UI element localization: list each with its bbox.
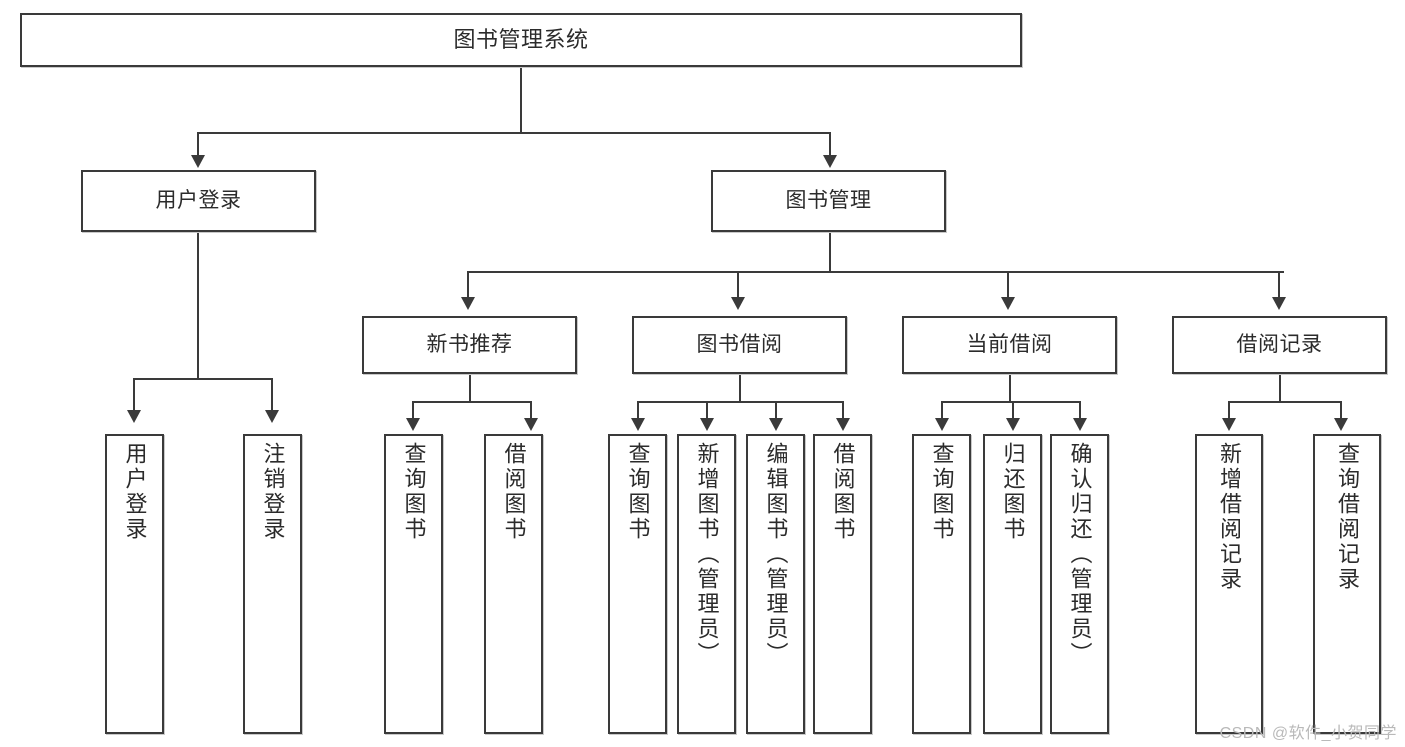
arrowhead-nb-leaf-2 <box>524 418 538 431</box>
node-user-login[interactable]: 用户登录 <box>81 170 316 232</box>
node-label: 查询图书 <box>929 442 955 542</box>
leaf-book-borrow-add-book-admin[interactable]: 新增图书（管理员） <box>677 434 736 734</box>
arrowhead-br-leaf-1 <box>1222 418 1236 431</box>
leaf-current-borrow-confirm-return-admin[interactable]: 确认归还（管理员） <box>1050 434 1109 734</box>
arrowhead-cb-leaf-3 <box>1073 418 1087 431</box>
connector-nb-to-leaf-2 <box>530 401 532 419</box>
connector-bm-to-new-book <box>467 271 469 299</box>
leaf-current-borrow-return-book[interactable]: 归还图书 <box>983 434 1042 734</box>
connector-root-to-user-login <box>197 132 199 157</box>
arrowhead-bb-leaf-1 <box>631 418 645 431</box>
connector-book-management-stem <box>829 232 831 272</box>
connector-root-bus <box>197 132 830 134</box>
node-label: 注销登录 <box>260 442 286 542</box>
node-label: 编辑图书（管理员） <box>763 442 789 667</box>
leaf-book-borrow-edit-book-admin[interactable]: 编辑图书（管理员） <box>746 434 805 734</box>
leaf-book-borrow-query-book[interactable]: 查询图书 <box>608 434 667 734</box>
node-label: 借阅图书 <box>501 442 527 542</box>
connector-bm-to-book-borrow <box>737 271 739 299</box>
watermark-text: CSDN @软件_小贺同学 <box>1219 725 1397 742</box>
arrowhead-book-borrow <box>731 297 745 310</box>
arrowhead-borrow-record <box>1272 297 1286 310</box>
node-label: 查询图书 <box>625 442 651 542</box>
connector-borrow-record-stem <box>1279 374 1281 402</box>
node-root-book-management-system[interactable]: 图书管理系统 <box>20 13 1022 67</box>
connector-book-borrow-bus <box>637 401 843 403</box>
connector-bm-to-borrow-record <box>1278 271 1280 299</box>
connector-user-login-stem <box>197 232 199 379</box>
arrowhead-cb-leaf-2 <box>1006 418 1020 431</box>
arrowhead-user-login <box>191 155 205 168</box>
connector-root-stem <box>520 67 522 133</box>
arrowhead-cb-leaf-1 <box>935 418 949 431</box>
connector-root-to-book-management <box>829 132 831 157</box>
node-label: 借阅记录 <box>1236 332 1323 356</box>
connector-user-login-to-leaf-1 <box>133 378 135 412</box>
node-label: 用户登录 <box>155 188 242 212</box>
connector-bm-to-current-borrow <box>1007 271 1009 299</box>
leaf-borrow-record-add-record[interactable]: 新增借阅记录 <box>1195 434 1263 734</box>
connector-bb-to-leaf-4 <box>842 401 844 419</box>
connector-bb-to-leaf-2 <box>706 401 708 419</box>
node-new-book-recommend[interactable]: 新书推荐 <box>362 316 577 374</box>
leaf-book-borrow-borrow-book[interactable]: 借阅图书 <box>813 434 872 734</box>
connector-bb-to-leaf-3 <box>775 401 777 419</box>
leaf-user-login-login[interactable]: 用户登录 <box>105 434 164 734</box>
node-label: 确认归还（管理员） <box>1067 442 1093 667</box>
node-label: 查询借阅记录 <box>1335 442 1360 592</box>
connector-br-to-leaf-2 <box>1340 401 1342 419</box>
connector-new-book-stem <box>469 374 471 402</box>
connector-user-login-bus <box>133 378 273 380</box>
connector-book-management-bus <box>467 271 1284 273</box>
connector-bb-to-leaf-1 <box>637 401 639 419</box>
leaf-user-login-logout[interactable]: 注销登录 <box>243 434 302 734</box>
node-book-management[interactable]: 图书管理 <box>711 170 946 232</box>
connector-borrow-record-bus <box>1228 401 1342 403</box>
node-label: 新增图书（管理员） <box>694 442 720 667</box>
leaf-current-borrow-query-book[interactable]: 查询图书 <box>912 434 971 734</box>
arrowhead-book-management <box>823 155 837 168</box>
connector-current-borrow-stem <box>1009 374 1011 402</box>
node-label: 新书推荐 <box>426 332 513 356</box>
node-label: 图书借阅 <box>696 332 783 356</box>
node-borrow-record[interactable]: 借阅记录 <box>1172 316 1387 374</box>
arrowhead-user-login-leaf-2 <box>265 410 279 423</box>
node-label: 当前借阅 <box>966 332 1053 356</box>
node-label: 查询图书 <box>401 442 427 542</box>
connector-user-login-to-leaf-2 <box>271 378 273 412</box>
arrowhead-new-book-recommend <box>461 297 475 310</box>
arrowhead-bb-leaf-4 <box>836 418 850 431</box>
leaf-borrow-record-query-record[interactable]: 查询借阅记录 <box>1313 434 1381 734</box>
connector-book-borrow-stem <box>739 374 741 402</box>
node-book-borrow[interactable]: 图书借阅 <box>632 316 847 374</box>
arrowhead-br-leaf-2 <box>1334 418 1348 431</box>
node-label: 图书管理系统 <box>453 27 589 53</box>
connector-br-to-leaf-1 <box>1228 401 1230 419</box>
connector-cb-to-leaf-2 <box>1012 401 1014 419</box>
arrowhead-user-login-leaf-1 <box>127 410 141 423</box>
node-current-borrow[interactable]: 当前借阅 <box>902 316 1117 374</box>
leaf-new-book-query-book[interactable]: 查询图书 <box>384 434 443 734</box>
node-label: 用户登录 <box>122 442 148 542</box>
arrowhead-nb-leaf-1 <box>406 418 420 431</box>
connector-new-book-bus <box>412 401 532 403</box>
node-label: 归还图书 <box>1000 442 1026 542</box>
node-label: 借阅图书 <box>830 442 856 542</box>
connector-cb-to-leaf-3 <box>1079 401 1081 419</box>
connector-nb-to-leaf-1 <box>412 401 414 419</box>
arrowhead-current-borrow <box>1001 297 1015 310</box>
node-label: 图书管理 <box>785 188 872 212</box>
arrowhead-bb-leaf-3 <box>769 418 783 431</box>
arrowhead-bb-leaf-2 <box>700 418 714 431</box>
leaf-new-book-borrow-book[interactable]: 借阅图书 <box>484 434 543 734</box>
connector-current-borrow-bus <box>941 401 1080 403</box>
node-label: 新增借阅记录 <box>1217 442 1242 592</box>
connector-cb-to-leaf-1 <box>941 401 943 419</box>
